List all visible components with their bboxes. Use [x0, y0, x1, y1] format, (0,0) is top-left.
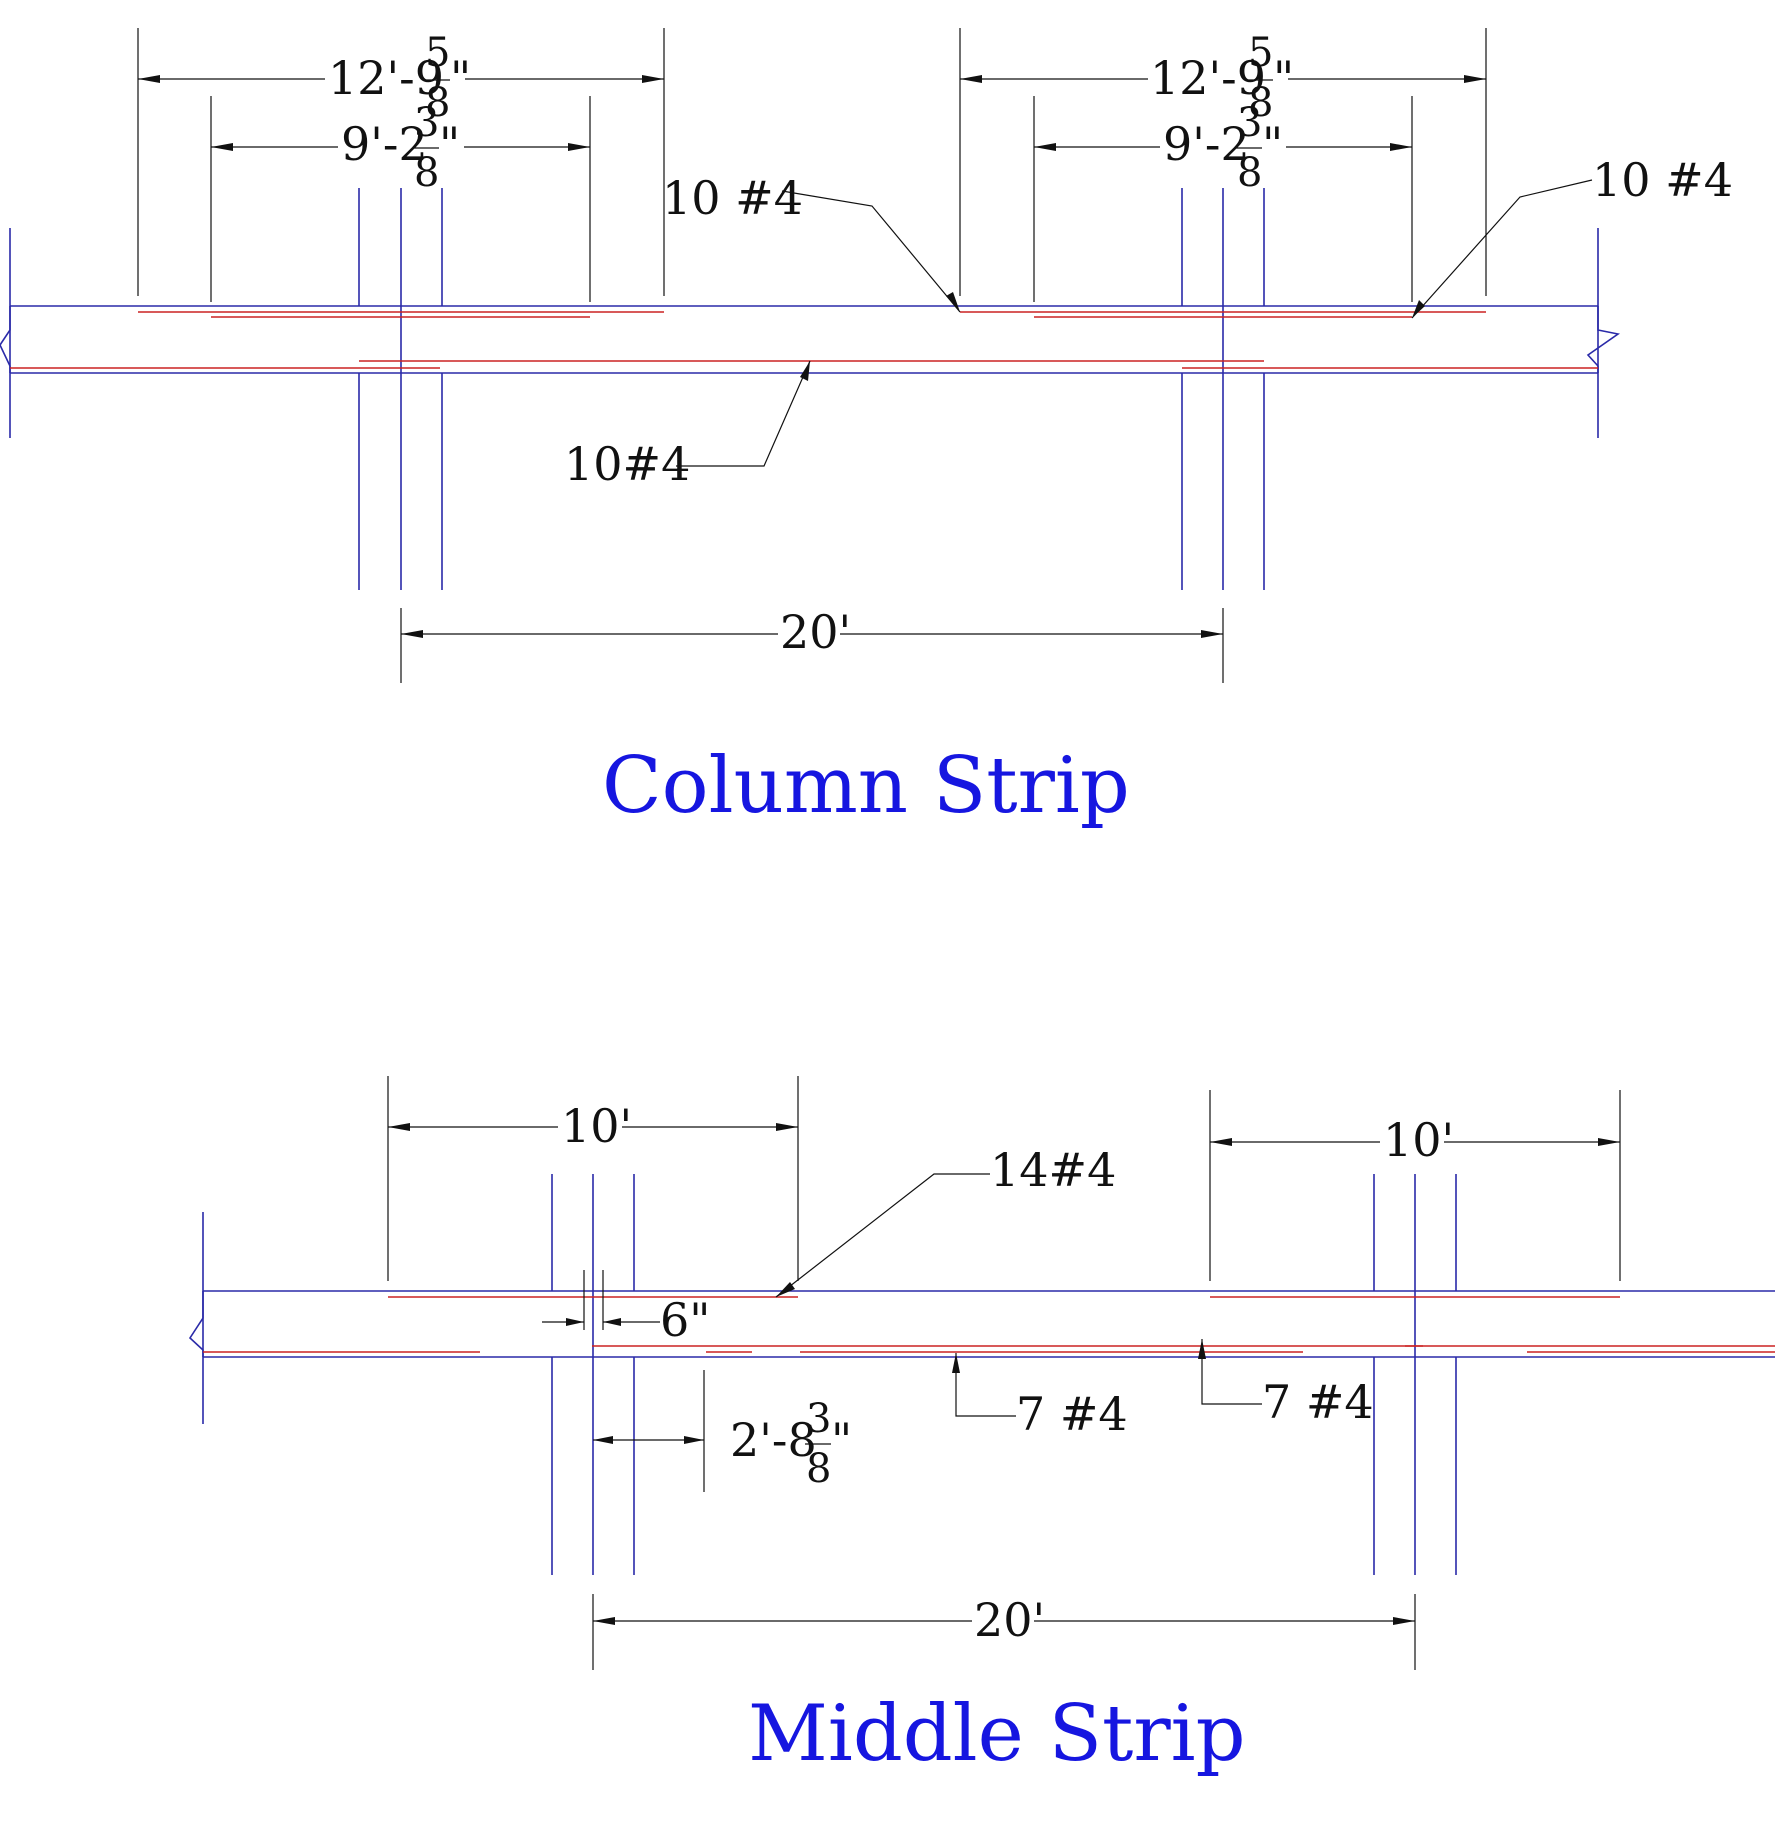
column-strip-dim-inner-right-num: 3	[1237, 100, 1262, 146]
middle-strip-dim-ext-unit: "	[831, 1413, 852, 1467]
middle-strip-span-dim: 20'	[974, 1593, 1045, 1647]
column-strip-span-dim: 20'	[780, 605, 851, 659]
column-strip-section: 12'-9 5 8 " 9'-2 3 8 " 12'-9 5 8 " 9'-2 …	[0, 28, 1733, 831]
middle-strip-dimension-lines	[388, 1123, 1620, 1625]
column-strip-bottom-rebar	[10, 360, 1598, 369]
column-strip-dim-inner-left-whole: 9'-2	[341, 117, 428, 171]
middle-strip-column-left	[551, 1174, 635, 1575]
middle-strip-label-top: 14#4	[990, 1143, 1116, 1197]
column-strip-dim-top-left-den: 8	[425, 80, 450, 126]
middle-strip-bottom-rebar	[203, 1345, 1775, 1353]
column-strip-dim-inner-right-unit: "	[1262, 117, 1283, 171]
middle-strip-dim-left: 10'	[561, 1099, 632, 1153]
column-strip-extension-lines	[137, 28, 1487, 683]
column-strip-leaders	[676, 179, 1593, 467]
middle-strip-dim-ext-whole: 2'-8	[730, 1413, 817, 1467]
column-strip-slab	[0, 228, 1620, 438]
middle-strip-leaders	[775, 1173, 1262, 1417]
middle-strip-dim-ext-num: 3	[806, 1396, 831, 1442]
middle-strip-label-bottom-right: 7 #4	[1262, 1375, 1374, 1429]
middle-strip-extension-lines	[387, 1076, 1621, 1670]
column-strip-dim-top-right-whole: 12'-9	[1150, 51, 1266, 105]
column-strip-column-left	[358, 188, 443, 590]
column-strip-dim-top-right-den: 8	[1248, 80, 1273, 126]
column-strip-dim-top-right-unit: "	[1273, 51, 1294, 105]
column-strip-dim-inner-left-den: 8	[414, 150, 439, 196]
column-strip-top-rebar	[138, 311, 1486, 318]
column-strip-dim-inner-right-whole: 9'-2	[1163, 117, 1250, 171]
middle-strip-dim-right: 10'	[1383, 1113, 1454, 1167]
column-strip-label-top-right: 10 #4	[1592, 153, 1733, 207]
column-strip-label-bottom: 10#4	[564, 437, 690, 491]
column-strip-column-right	[1181, 188, 1265, 590]
column-strip-dim-top-left-unit: "	[450, 51, 471, 105]
column-strip-dim-inner-left-unit: "	[439, 117, 460, 171]
middle-strip-dim-small: 6"	[660, 1293, 710, 1347]
middle-strip-slab	[188, 1212, 1775, 1424]
column-strip-dim-top-left-whole: 12'-9	[328, 51, 444, 105]
column-strip-label-top-mid: 10 #4	[662, 171, 803, 225]
column-strip-title: Column Strip	[602, 741, 1130, 831]
column-strip-dim-top-right-num: 5	[1248, 30, 1273, 76]
middle-strip-label-bottom-left: 7 #4	[1016, 1387, 1128, 1441]
column-strip-dim-top-left-num: 5	[425, 30, 450, 76]
column-strip-dim-inner-right-den: 8	[1237, 150, 1262, 196]
middle-strip-dim-ext-den: 8	[806, 1446, 831, 1492]
column-strip-dim-inner-left-num: 3	[414, 100, 439, 146]
middle-strip-title: Middle Strip	[748, 1689, 1246, 1779]
middle-strip-section: 10' 10' 6" 2'-8 3 8 " 20' 14#4 7 #4 7 #4…	[188, 1076, 1775, 1779]
middle-strip-column-right	[1373, 1174, 1457, 1575]
